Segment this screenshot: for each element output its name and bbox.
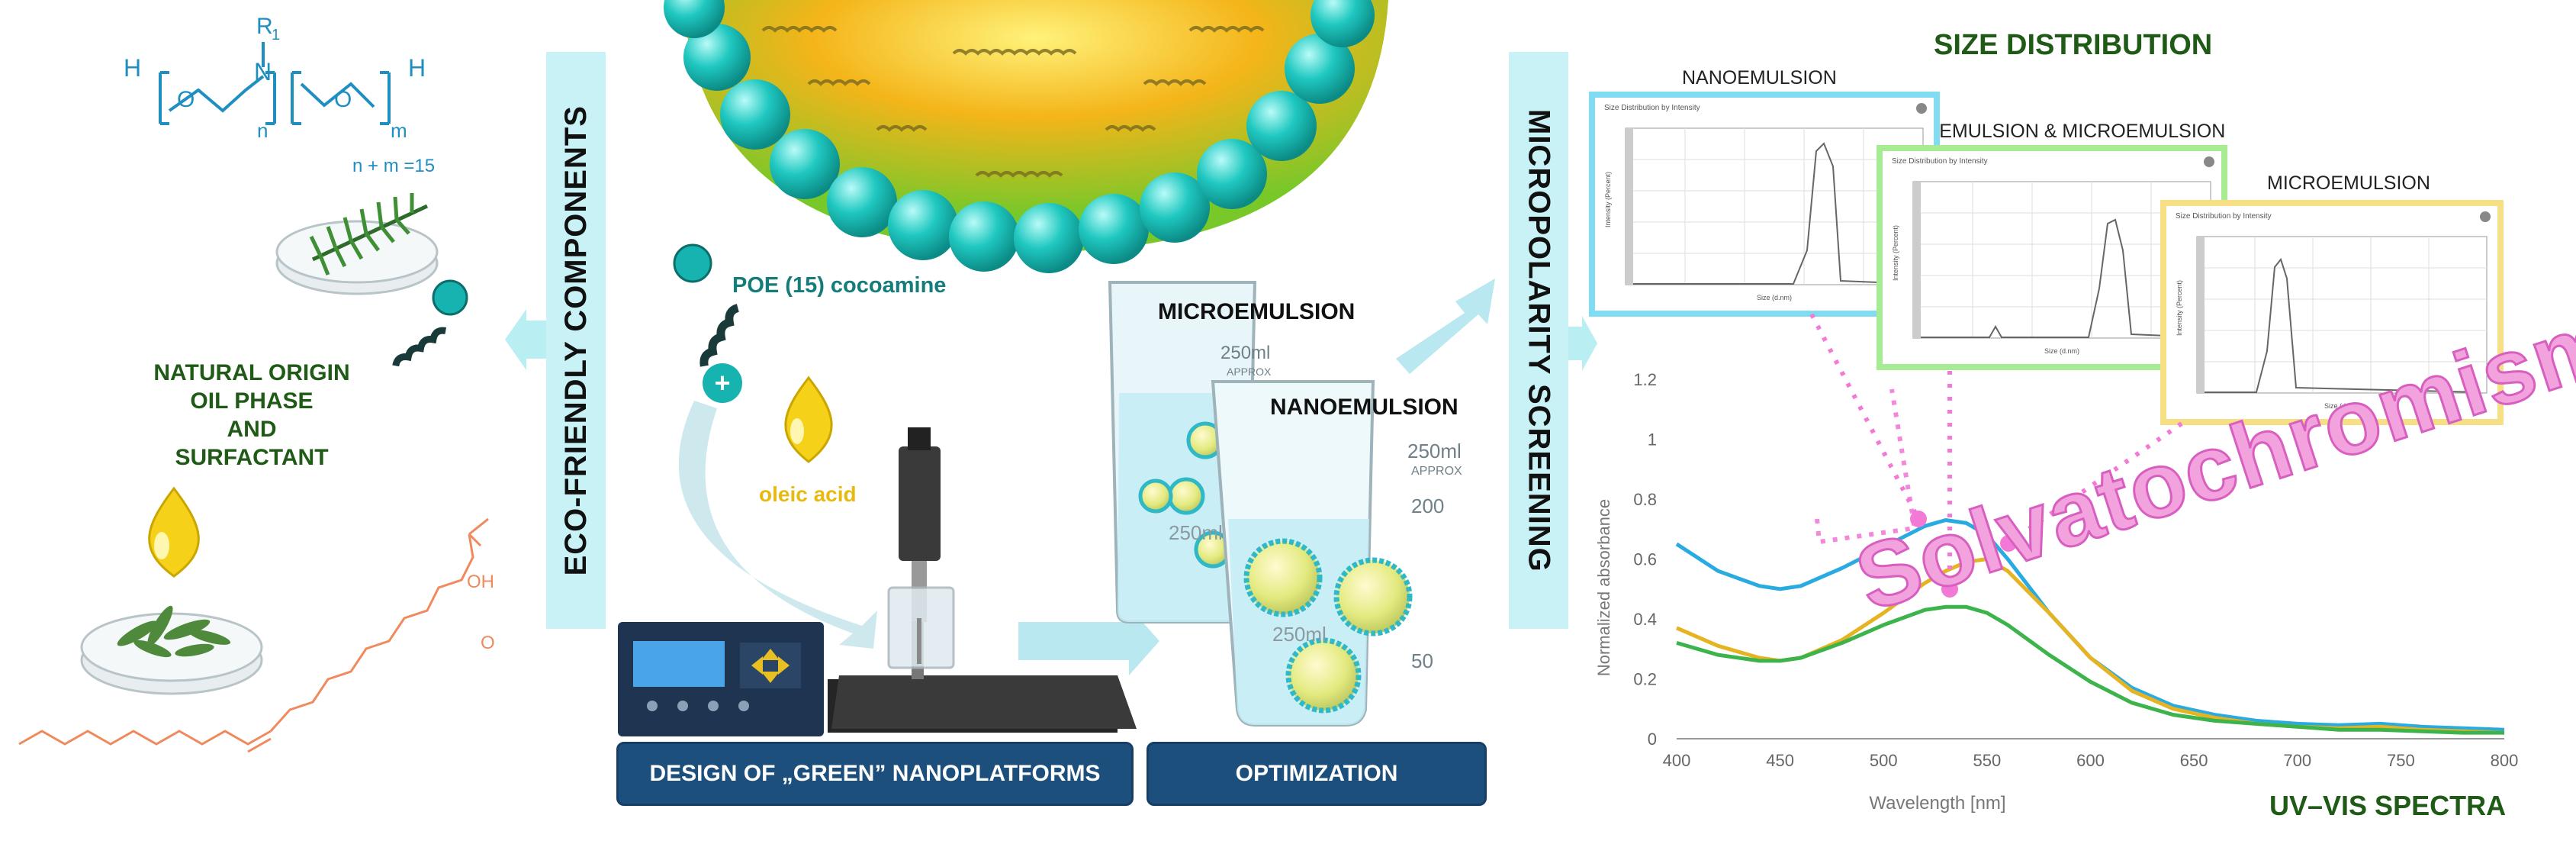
natural-origin-text: NATURAL ORIGIN OIL PHASE AND SURFACTANT <box>137 359 366 472</box>
micelle-illustration <box>664 0 1388 273</box>
petri-dish-olive-icon <box>80 605 263 695</box>
optimization-button[interactable]: OPTIMIZATION <box>1146 742 1487 806</box>
oleic-acid-structure <box>18 517 489 753</box>
size-plot-nanoemulsion-svg: Size (d.nm) Intensity (Percent) <box>1604 103 1927 301</box>
microemulsion-label: MICROEMULSION <box>1158 299 1356 324</box>
inset-header: Size Distribution by Intensity <box>1604 104 1700 112</box>
front-beaker-mark-2: APPROX <box>1411 465 1462 478</box>
origin-line-1: NATURAL ORIGIN <box>153 360 350 385</box>
origin-line-4: SURFACTANT <box>175 445 329 470</box>
front-beaker-mark-3: 200 <box>1411 495 1444 517</box>
origin-line-3: AND <box>227 417 277 442</box>
inset-label-nano: NANOEMULSION <box>1682 67 1837 89</box>
x-tick-label: 500 <box>1870 751 1898 770</box>
chem-h-left: H <box>124 54 141 82</box>
x-tick-label: 550 <box>1973 751 2002 770</box>
inset-label-nano-micro: NANOEMULSION & MICROEMULSION <box>1884 121 2226 142</box>
y-tick-label: 0.6 <box>1633 550 1657 569</box>
back-beaker-mark-2: APPROX <box>1227 366 1272 378</box>
front-beaker-mark-5: 50 <box>1411 649 1433 672</box>
left-panel-graphics: H O N R 1 O H n m n + m =15 <box>18 14 495 753</box>
chem-formula-note: n + m =15 <box>352 156 435 176</box>
inset-header: Size Distribution by Intensity <box>1892 157 1988 166</box>
poe-molecule-icon <box>673 243 740 367</box>
back-beaker-mark-1: 250ml <box>1220 343 1270 363</box>
x-tick-label: 400 <box>1663 751 1691 770</box>
y-tick-label: 1 <box>1648 430 1657 450</box>
y-tick-label: 0.4 <box>1633 610 1657 629</box>
right-arrow-icon <box>1018 607 1159 675</box>
left-arrow-icon <box>505 309 549 370</box>
spectrum-line-3 <box>1676 604 2504 735</box>
chem-o1: O <box>177 87 195 112</box>
size-plot-nano-micro-svg: Size (d.nm) Intensity (Percent) <box>1892 156 2214 355</box>
eco-friendly-label: ECO-FRIENDLY COMPONENTS <box>558 105 593 576</box>
y-tick-label: 0 <box>1648 730 1657 749</box>
y-tick-label: 0.8 <box>1633 490 1657 509</box>
inset-label-micro: MICROEMULSION <box>2267 172 2430 194</box>
x-tick-label: 450 <box>1766 751 1794 770</box>
inset-header: Size Distribution by Intensity <box>2176 212 2272 221</box>
eco-friendly-banner: ECO-FRIENDLY COMPONENTS <box>546 52 606 629</box>
plus-circle <box>703 363 742 403</box>
inset-xlabel: Size (d.nm) <box>1757 294 1792 301</box>
y-axis-label: Normalized absorbance <box>1594 499 1613 676</box>
plus-sign: + <box>714 367 730 398</box>
inset-xlabel: Size (d.nm) <box>2324 402 2359 410</box>
oleic-acid-label: oleic acid <box>759 482 857 506</box>
poe-cocoamine-structure <box>159 42 391 125</box>
oleic-drop-icon <box>784 375 833 463</box>
petri-dish-fir-icon <box>275 193 439 295</box>
center-panel-graphics: + 250ml APPROX 250ml <box>618 0 1495 736</box>
x-tick-label: 650 <box>2180 751 2208 770</box>
x-tick-label: 600 <box>2076 751 2105 770</box>
curved-arrow-icon <box>678 401 877 649</box>
chem-n: N <box>254 58 272 85</box>
chem-h-right: H <box>408 54 426 82</box>
uv-vis-title: UV–VIS SPECTRA <box>2269 790 2507 821</box>
inset-ylabel: Intensity (Percent) <box>2176 280 2183 336</box>
front-beaker-mark-4: 250ml <box>1272 623 1327 646</box>
oil-drop-icon <box>148 486 200 578</box>
origin-line-2: OIL PHASE <box>190 388 314 414</box>
inset-xlabel: Size (d.nm) <box>2044 347 2079 355</box>
inset-ylabel: Intensity (Percent) <box>1892 225 1899 281</box>
nanoemulsion-label: NANOEMULSION <box>1270 395 1458 420</box>
size-distribution-title: SIZE DISTRIBUTION <box>1934 29 2213 61</box>
chem-sub-n: n <box>257 119 268 142</box>
micropolarity-screening-label: MICROPOLARITY SCREENING <box>1522 108 1556 572</box>
ultrasonic-homogenizer-icon <box>618 427 1137 736</box>
inset-ylabel: Intensity (Percent) <box>1604 172 1612 227</box>
x-tick-label: 700 <box>2283 751 2311 770</box>
y-tick-label: 0.2 <box>1633 670 1657 689</box>
size-plot-microemulsion: Size Distribution by Intensity Size (d.n… <box>2160 200 2504 425</box>
oleic-o: O <box>481 633 495 653</box>
microemulsion-beaker <box>1108 281 1257 624</box>
size-plot-microemulsion-svg: Size (d.nm) Intensity (Percent) <box>2176 211 2491 410</box>
chem-r-sub: 1 <box>272 27 280 44</box>
diagonal-arrow-icon <box>1396 279 1495 374</box>
chem-o2: O <box>334 87 352 112</box>
chem-sub-m: m <box>391 119 407 142</box>
uv-vis-chart: 400 450 500 550 600 650 700 750 800 0 0.2 0.4 0.6 0.8… <box>1594 370 2519 814</box>
x-tick-label: 800 <box>2491 751 2519 770</box>
x-tick-label: 750 <box>2387 751 2415 770</box>
nanoemulsion-beaker <box>1211 380 1413 727</box>
spectrum-line-1 <box>1675 518 2505 732</box>
back-beaker-mark-3: 250ml <box>1169 521 1223 544</box>
x-axis-label: Wavelength [nm] <box>1869 793 2005 814</box>
design-green-nanoplatforms-button[interactable]: DESIGN OF „GREEN” NANOPLATFORMS <box>616 742 1134 806</box>
micropolarity-screening-banner: MICROPOLARITY SCREENING <box>1509 52 1568 629</box>
oleic-oh: OH <box>467 572 494 592</box>
surfactant-molecule-icon <box>392 279 468 367</box>
chem-r: R <box>256 14 273 39</box>
y-tick-label: 1.2 <box>1633 370 1657 389</box>
front-beaker-mark-1: 250ml <box>1407 440 1462 462</box>
poe-cocoamine-label: POE (15) cocoamine <box>732 273 947 298</box>
right-arrow-small-icon <box>1568 316 1597 371</box>
